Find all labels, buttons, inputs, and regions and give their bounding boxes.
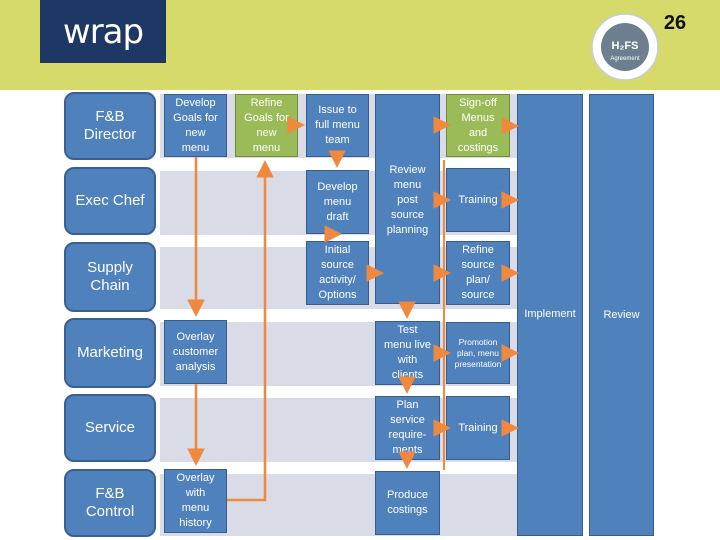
overlay-customer-box: Overlay customer analysis bbox=[164, 320, 227, 384]
review-text: Review bbox=[603, 309, 640, 321]
wrap-logo: wrap bbox=[40, 0, 166, 63]
issue-menu-box: Issue to full menu team bbox=[306, 94, 369, 157]
review-column: Review bbox=[589, 94, 654, 536]
badge-title: H₂FS bbox=[612, 40, 639, 52]
logo-text: wrap bbox=[62, 11, 144, 52]
lane-label-fb-director: F&B Director bbox=[64, 92, 156, 160]
lane-label-exec-chef: Exec Chef bbox=[64, 167, 156, 235]
develop-draft-box: Develop menu draft bbox=[306, 170, 369, 234]
develop-goals-box: Develop Goals for new menu bbox=[164, 94, 227, 157]
implement-text: Implement bbox=[524, 308, 576, 320]
training-service-box: Training bbox=[446, 396, 510, 460]
lane-label-fb-control: F&B Control bbox=[64, 469, 156, 537]
lane-label-marketing: Marketing bbox=[64, 318, 156, 388]
review-menu-text: Review menu post source planning bbox=[386, 164, 429, 236]
lane-label-supply-chain: Supply Chain bbox=[64, 242, 156, 312]
overlay-history-box: Overlay with menu history bbox=[164, 469, 227, 533]
test-menu-box: Test menu live with clients bbox=[375, 321, 440, 385]
arrow-history-to-refine-goals bbox=[227, 160, 274, 502]
produce-costings-box: Produce costings bbox=[375, 471, 440, 535]
refine-goals-box: Refine Goals for new menu bbox=[235, 94, 298, 157]
h2fs-agreement-badge-icon: H₂FS Agreement bbox=[591, 13, 659, 81]
implement-column: Implement bbox=[517, 94, 583, 536]
page-number: 26 bbox=[663, 12, 687, 34]
review-menu-column: Review menu post source planning bbox=[375, 94, 440, 304]
refine-source-box: Refine source plan/ source bbox=[446, 241, 510, 305]
badge-subtitle: Agreement bbox=[610, 56, 640, 62]
lane-label-service: Service bbox=[64, 394, 156, 462]
